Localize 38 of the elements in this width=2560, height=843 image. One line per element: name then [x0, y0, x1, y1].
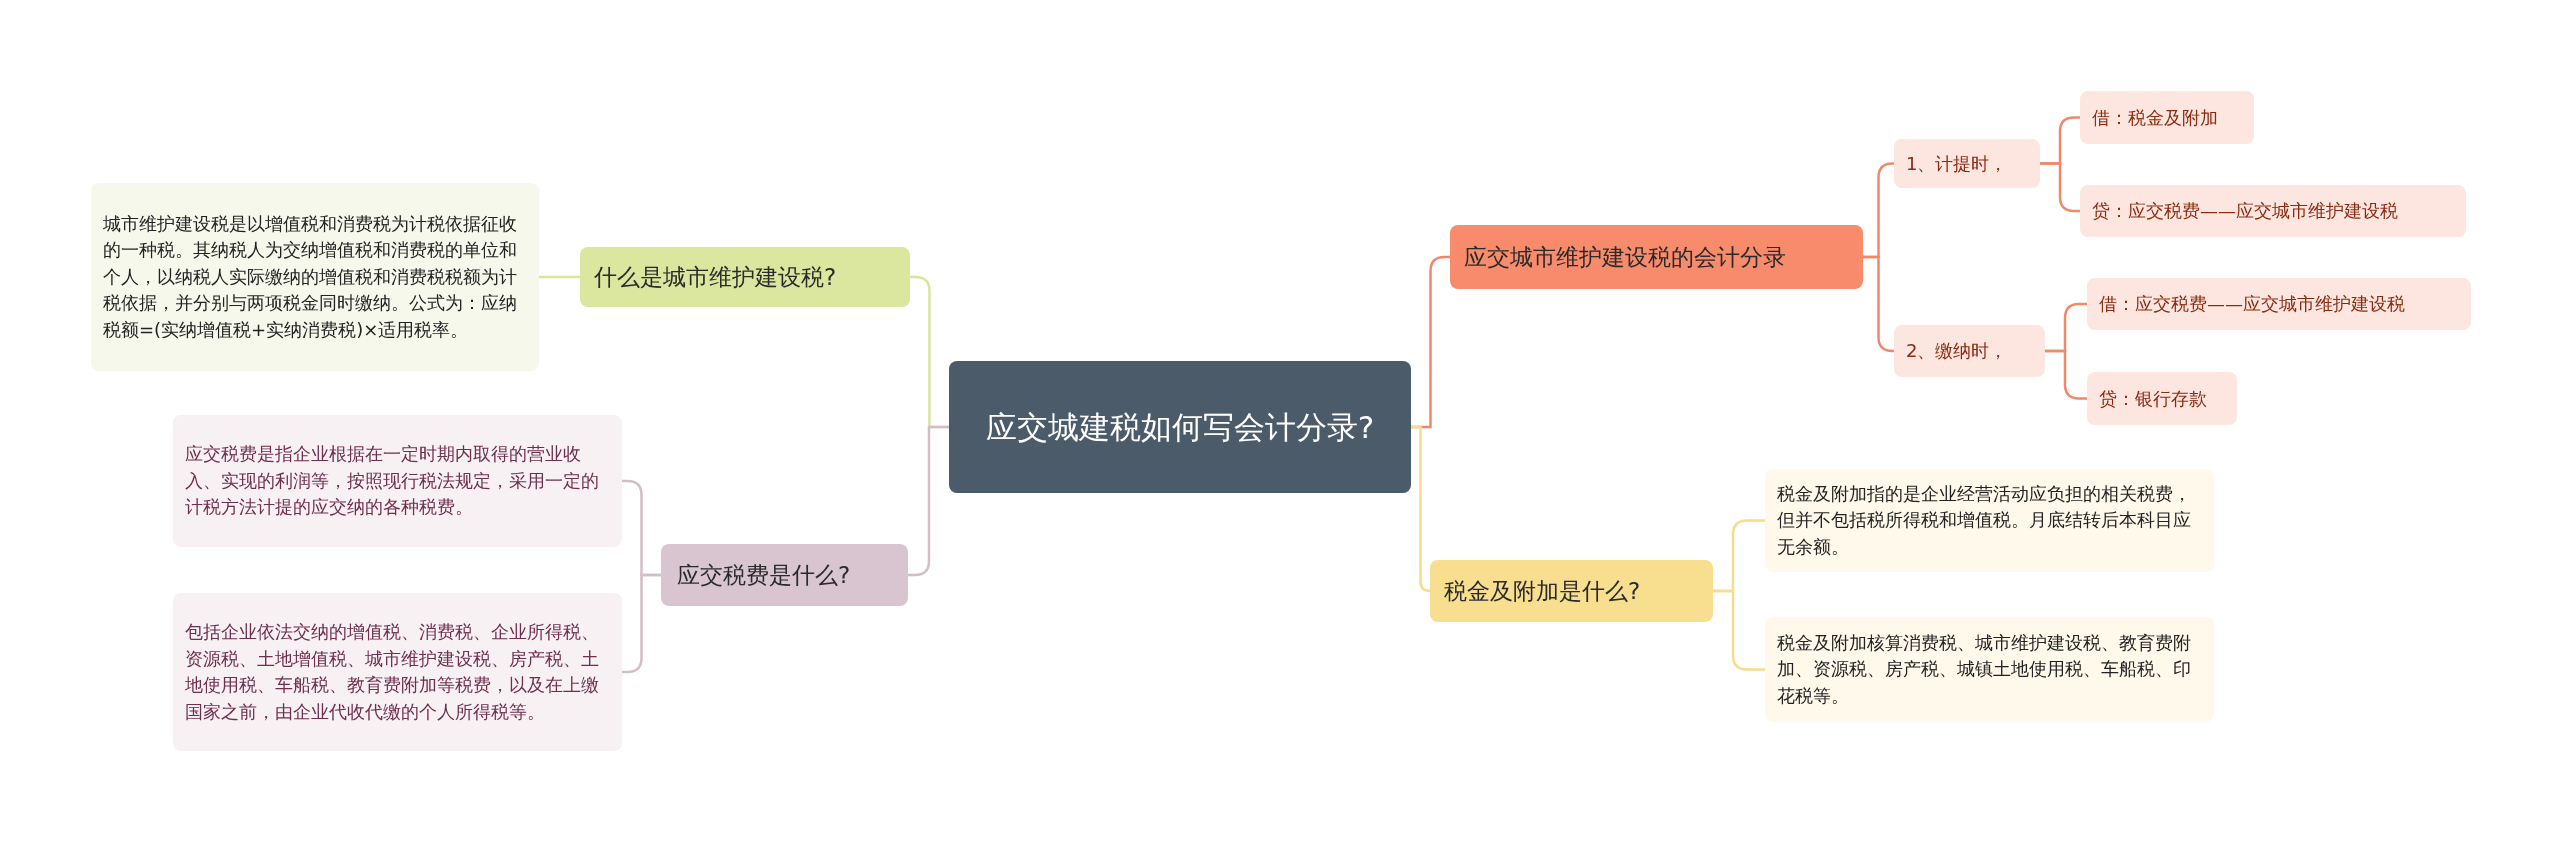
- central-topic-text: 应交城建税如何写会计分录?: [984, 408, 1376, 447]
- connector-line: [2040, 162, 2080, 213]
- topic-text: 税金及附加是什么?: [1444, 577, 1642, 606]
- topic-box: [1430, 560, 1713, 622]
- subtopic-text: 借：税金及附加: [2092, 105, 2219, 130]
- topic-text: 什么是城市维护建设税?: [594, 263, 838, 292]
- subtopic-text: 贷：银行存款: [2099, 386, 2208, 411]
- note-box: [173, 415, 622, 547]
- subtopic-box: [2087, 278, 2471, 330]
- subtopic-box: [1894, 139, 2040, 188]
- subtopic-box: [2087, 372, 2237, 425]
- subtopic-box: [2080, 91, 2254, 144]
- note-text: 城市维护建设税是以增值税和消费税为计税依据征收的一种税。其纳税人为交纳增值税和消费税的单位和个人，以纳税人实际缴纳的增值税和消费税税额为计税依据，并分别与两项税金同时缴纳。公式为：应纳税额=(实纳增值税+实纳消费税)×适用税率。: [103, 211, 518, 342]
- connector-line: [1411, 425, 1432, 593]
- connector-line: [539, 275, 580, 279]
- subtopic-text: 借：应交税费——应交城市维护建设税: [2099, 292, 2406, 316]
- subtopic-text: 贷：应交税费——应交城市维护建设税: [2092, 199, 2399, 223]
- topic-box: [580, 247, 910, 307]
- topic-text: 应交税费是什么?: [677, 561, 852, 590]
- connector-line: [1863, 255, 1895, 353]
- note-box: [173, 593, 622, 751]
- topic-text: 应交城市维护建设税的会计分录: [1464, 243, 1787, 272]
- topic-box: [1450, 225, 1863, 289]
- note-text: 包括企业依法交纳的增值税、消费税、企业所得税、资源税、土地增值税、城市维护建设税、房产税、土地使用税、车船税、教育费附加等税费，以及在上缴国家之前，由企业代收代缴的个人所得税等。: [185, 620, 600, 724]
- note-text: 税金及附加指的是企业经营活动应负担的相关税费，但并不包括税所得税和增值税。月底结转后本科目应无余额。: [1777, 481, 2192, 559]
- note-text: 税金及附加核算消费税、城市维护建设税、教育费附加、资源税、房产税、城镇土地使用税、车船税、印花税等。: [1777, 630, 2192, 708]
- central-topic-box: [949, 361, 1411, 493]
- note-box: [1765, 469, 2214, 572]
- subtopic-text: 1、计提时，: [1906, 151, 2009, 176]
- connector-line: [908, 425, 949, 577]
- subtopic-text: 2、缴纳时，: [1906, 339, 2009, 363]
- subtopic-box: [1894, 325, 2045, 377]
- note-box: [91, 183, 539, 371]
- subtopic-box: [2080, 185, 2466, 237]
- note-box: [1765, 617, 2214, 722]
- note-text: 应交税费是指企业根据在一定时期内取得的营业收入、实现的利润等，按照现行税法规定，采用一定的计税方法计提的应交纳的各种税费。: [185, 442, 600, 520]
- topic-box: [661, 544, 908, 606]
- connector-line: [2045, 349, 2087, 400]
